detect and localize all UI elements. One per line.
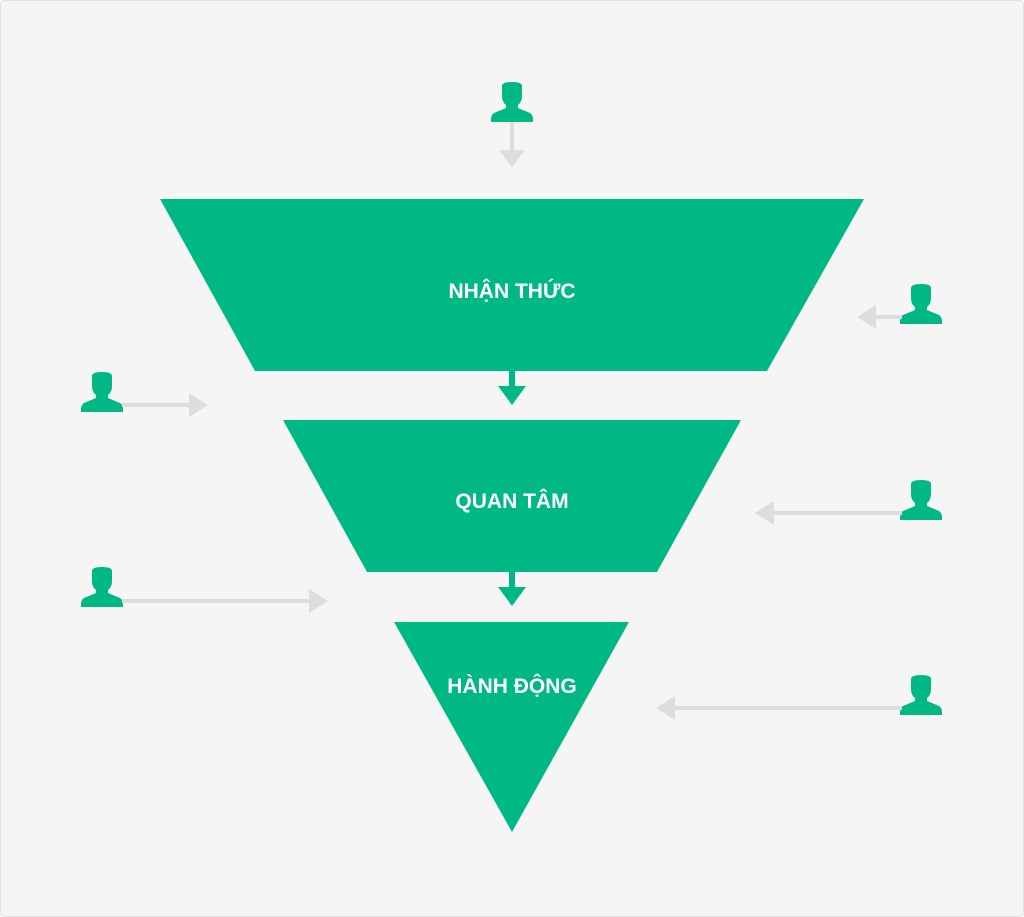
arrow-icon: [122, 589, 328, 613]
stage-label-awareness: NHẬN THỨC: [448, 279, 575, 303]
stage-connector-arrow-1: [498, 371, 526, 405]
funnel-stage-interest: [283, 420, 741, 572]
arrow-icon: [755, 501, 902, 525]
stage-connector-arrow-2: [498, 572, 526, 606]
arrow-icon: [122, 393, 208, 417]
funnel-stage-awareness: [160, 199, 864, 371]
stage-label-interest: QUAN TÂM: [455, 489, 568, 513]
arrow-icon: [499, 122, 525, 167]
stage-label-action: HÀNH ĐỘNG: [447, 674, 577, 698]
funnel-stage-action: [394, 622, 629, 832]
arrow-icon: [656, 696, 902, 720]
arrow-icon: [857, 305, 902, 329]
